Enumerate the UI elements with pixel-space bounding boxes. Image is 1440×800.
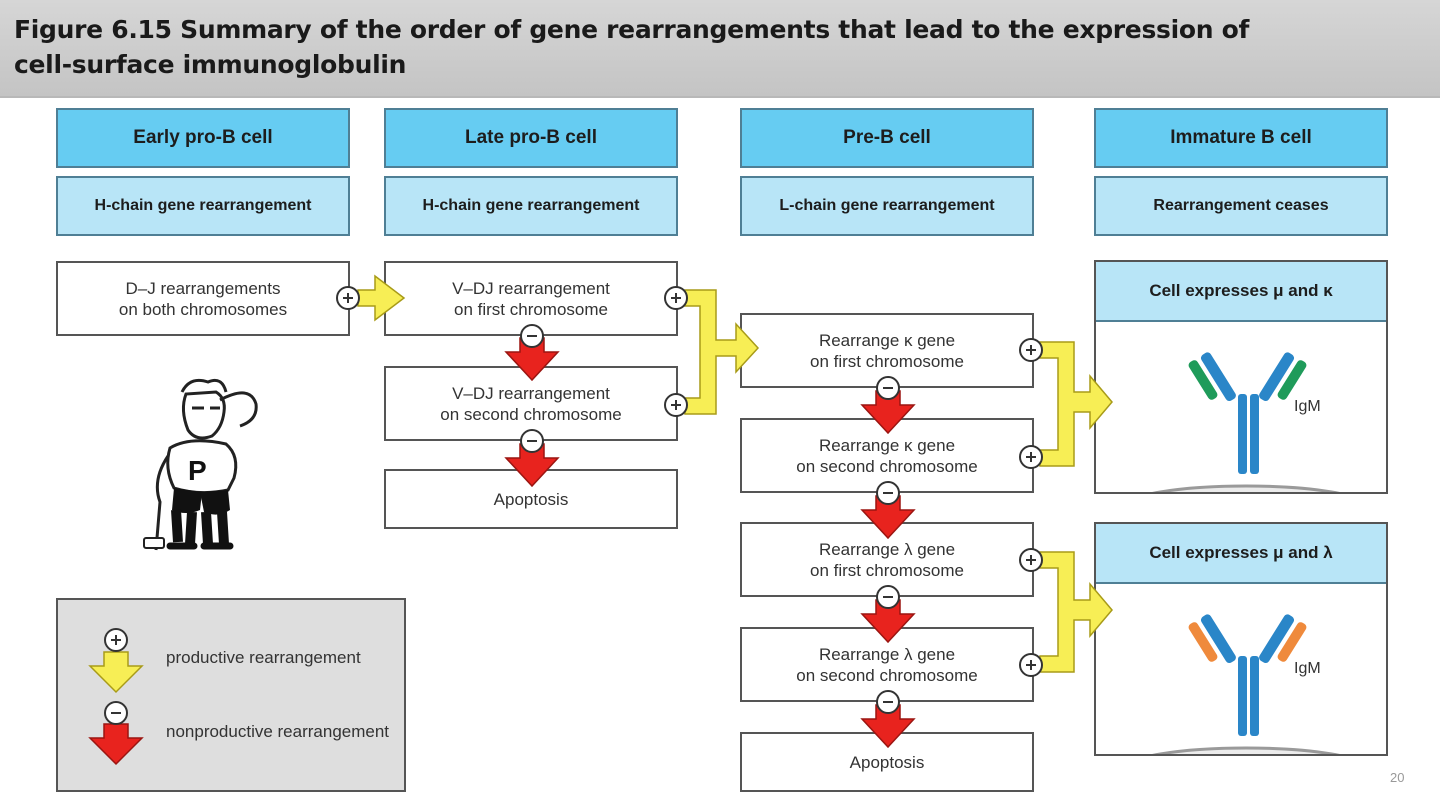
stage-activity-immature: Rearrangement ceases <box>1094 176 1388 236</box>
plus-icon <box>1019 338 1043 362</box>
productive-bracket-lambda <box>1039 551 1113 673</box>
productive-bracket-kappa <box>1039 341 1113 467</box>
stage-activity-pre-b: L-chain gene rearrangement <box>740 176 1034 236</box>
title-bar: Figure 6.15 Summary of the order of gene… <box>0 0 1440 98</box>
red-arrow-icon <box>88 723 144 766</box>
plus-icon <box>1019 445 1043 469</box>
stage-late-pro-b: Late pro-B cell <box>384 108 678 168</box>
igm-label-lambda: IgM <box>1294 660 1321 677</box>
plus-icon <box>336 286 360 310</box>
legend-nonproductive-label: nonproductive rearrangement <box>166 722 390 741</box>
legend: productive rearrangement nonproductive r… <box>56 598 406 792</box>
stage-activity-early: H-chain gene rearrangement <box>56 176 350 236</box>
step-vdj-first: V–DJ rearrangement on first chromosome <box>384 261 678 336</box>
yellow-arrow-icon <box>88 651 144 694</box>
plus-icon <box>1019 548 1043 572</box>
expression-kappa-box: Cell expresses μ and κ IgM <box>1094 260 1388 494</box>
igm-kappa-antibody-icon <box>1152 352 1340 492</box>
minus-icon <box>876 690 900 714</box>
stage-pre-b: Pre-B cell <box>740 108 1034 168</box>
step-kappa-second: Rearrange κ gene on second chromosome <box>740 418 1034 493</box>
igm-lambda-antibody-icon <box>1152 614 1340 754</box>
minus-icon <box>520 429 544 453</box>
minus-icon <box>876 376 900 400</box>
expression-lambda-box: Cell expresses μ and λ IgM <box>1094 522 1388 756</box>
page-number: 20 <box>1390 770 1405 785</box>
figure-title: Figure 6.15 Summary of the order of gene… <box>14 15 1250 79</box>
step-dj-rearrangement: D–J rearrangements on both chromosomes <box>56 261 350 336</box>
legend-icons <box>88 628 144 766</box>
legend-productive-label: productive rearrangement <box>166 648 361 667</box>
stage-early-pro-b: Early pro-B cell <box>56 108 350 168</box>
svg-text:P: P <box>188 455 207 486</box>
plus-icon <box>664 393 688 417</box>
plus-icon <box>664 286 688 310</box>
productive-bracket-heavy <box>684 289 760 415</box>
minus-icon <box>876 585 900 609</box>
expression-kappa-label: Cell expresses μ and κ <box>1096 262 1386 322</box>
professor-cartoon-icon: P <box>143 378 258 551</box>
plus-icon <box>1019 653 1043 677</box>
productive-arrow <box>357 274 406 322</box>
stage-activity-late: H-chain gene rearrangement <box>384 176 678 236</box>
minus-icon <box>520 324 544 348</box>
expression-lambda-label: Cell expresses μ and λ <box>1096 524 1386 584</box>
igm-label-kappa: IgM <box>1294 398 1321 415</box>
minus-icon <box>876 481 900 505</box>
stage-immature-b: Immature B cell <box>1094 108 1388 168</box>
step-kappa-first: Rearrange κ gene on first chromosome <box>740 313 1034 388</box>
